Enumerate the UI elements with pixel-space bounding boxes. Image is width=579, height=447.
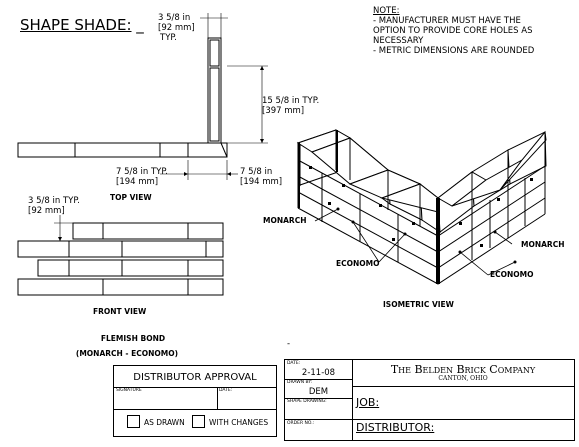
with-changes-checkbox[interactable] <box>192 415 205 428</box>
signature-label: SIGNATURE <box>116 388 142 393</box>
date-label: DATE: <box>287 361 301 366</box>
callout-economo-right: ECONOMO <box>490 270 534 279</box>
approval-date-label: DATE: <box>219 388 233 393</box>
distributor-approval-box: DISTRIBUTOR APPROVAL SIGNATURE DATE: AS … <box>113 365 277 437</box>
front-view-label: FRONT VIEW <box>93 307 147 316</box>
top-view-width-dimension: 3 5/8 in [92 mm] TYP. <box>158 13 195 43</box>
job-label: JOB: <box>356 396 380 409</box>
front-view-bricks <box>17 222 224 296</box>
bond-label: FLEMISH BOND (MONARCH - ECONOMO) <box>75 334 179 358</box>
shape-shade-title: SHAPE SHADE: _ <box>20 16 144 34</box>
date-value: 2-11-08 <box>301 368 336 378</box>
top-view-left-dimension: 7 5/8 in TYP. [194 mm] <box>116 167 168 187</box>
top-view-right-dimension: 7 5/8 in [194 mm] <box>240 167 283 187</box>
callout-monarch-left: MONARCH <box>263 216 307 225</box>
isometric-view-label: ISOMETRIC VIEW <box>383 300 454 309</box>
drawn-by-label: DRAWN BY: <box>287 380 312 385</box>
front-view-dimension: 3 5/8 in TYP. [92 mm] <box>28 196 80 216</box>
top-view-horizontal-wall <box>17 142 228 158</box>
approval-title: DISTRIBUTOR APPROVAL <box>133 372 257 383</box>
top-view-label: TOP VIEW <box>110 193 152 202</box>
distributor-label: DISTRIBUTOR: <box>356 421 435 434</box>
drawn-by-value: DEM <box>308 387 329 397</box>
dash-mark: - <box>287 339 291 349</box>
shape-drawing-label: SHAPE DRAWING: <box>287 399 327 404</box>
callout-economo-left: ECONOMO <box>336 259 380 268</box>
order-no-label: ORDER NO.: <box>287 421 315 426</box>
callout-monarch-right: MONARCH <box>521 240 565 249</box>
notes-block: NOTE: - MANUFACTURER MUST HAVE THE OPTIO… <box>373 6 535 56</box>
company-name: The Belden Brick Company <box>390 363 536 376</box>
title-block: DATE: 2-11-08 DRAWN BY: DEM SHAPE DRAWIN… <box>284 359 575 441</box>
company-location: CANTON, OHIO <box>438 375 488 382</box>
as-drawn-checkbox[interactable] <box>127 415 140 428</box>
with-changes-label: WITH CHANGES <box>209 418 269 427</box>
top-view-height-dimension: 15 5/8 in TYP. [397 mm] <box>262 96 320 116</box>
as-drawn-label: AS DRAWN <box>144 418 185 427</box>
